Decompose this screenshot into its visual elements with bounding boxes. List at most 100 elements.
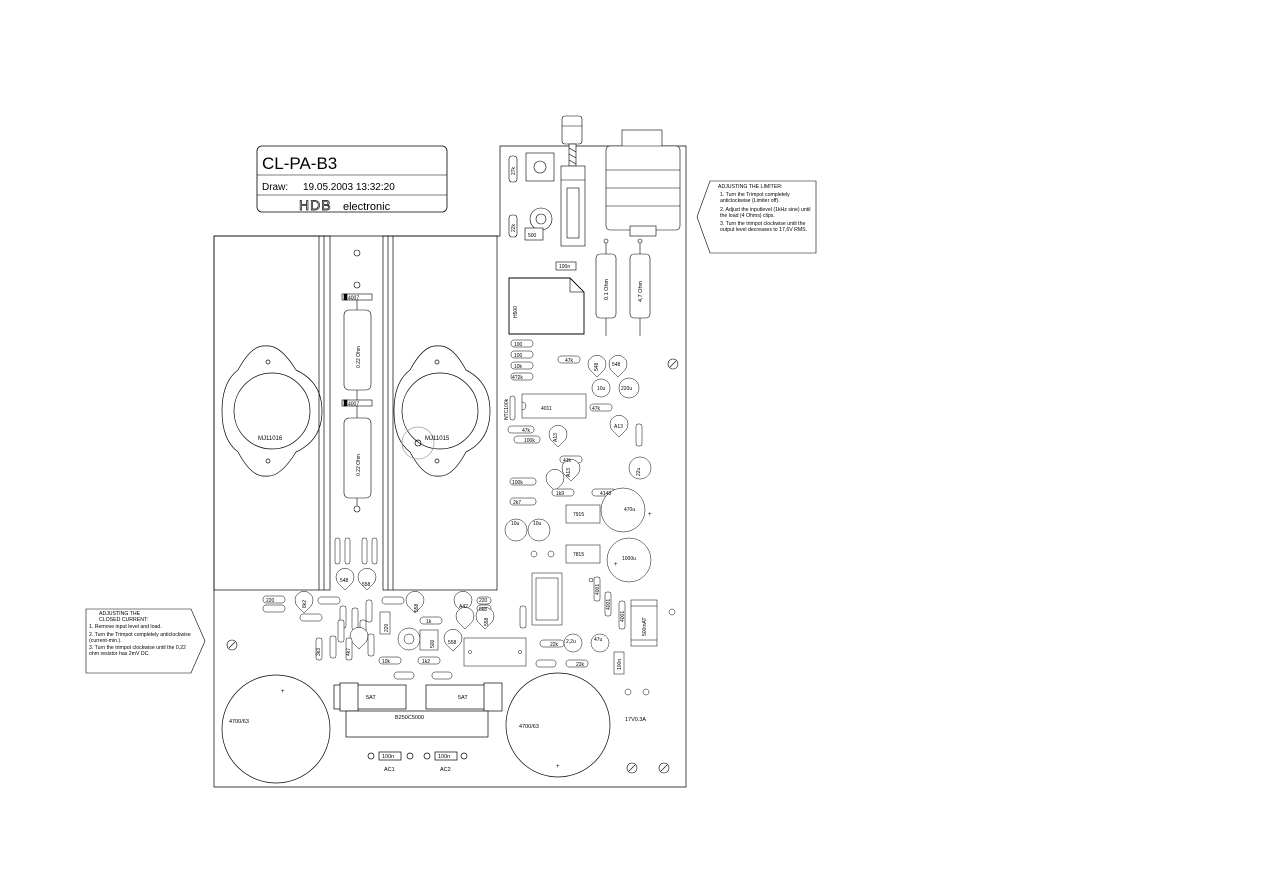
diode-4007-mid: 4007: [348, 402, 359, 408]
lower-driver-labels: 220 8k2 558 A42 220 6k8 558 1k 500 558 2…: [266, 598, 603, 668]
resistor-22k-top: 22k: [511, 223, 517, 232]
resistor-022-top: 0.22 Ohm: [356, 346, 362, 368]
fuse-500mat: 500mAT: [642, 617, 648, 636]
heatsink-right: [382, 235, 498, 591]
resistor-0-1-ohm: 0.1 Ohm: [604, 278, 610, 300]
note-current-heading-2: CLOSED CURRENT:: [99, 617, 148, 624]
company-logo: HDB: [299, 197, 332, 213]
diode-4001-a: 4001: [595, 584, 601, 595]
capacitor-100n-ac2: 100n: [438, 754, 450, 760]
resistor-220-b: 220: [479, 598, 488, 604]
ic-4011: 4011: [541, 406, 552, 412]
resistor-100-a: 100: [514, 342, 523, 348]
ntc-100k: NTC100k: [504, 398, 510, 420]
diode-4001-b: 4001: [606, 599, 612, 610]
terminal-ac2: AC2: [440, 767, 451, 773]
resistor-6k8: 6k8: [479, 607, 487, 613]
resistor-47k-a: 47k: [565, 358, 574, 364]
fuse-5at-b: 5AT: [458, 695, 468, 701]
capacitor-22u: 22u: [636, 467, 642, 476]
capacitor-10u-b: 10u: [533, 521, 542, 527]
transistor-548-b: 548: [612, 362, 621, 368]
resistor-3k3: 3k3: [316, 648, 322, 656]
capacitor-100n-side: 100n: [617, 659, 623, 670]
note-limiter: ADJUSTING THE LIMITER: 1. Turn the Trimp…: [714, 184, 814, 233]
svg-text:+: +: [648, 512, 652, 518]
transistor-mj11016: MJ11016: [258, 436, 283, 442]
resistor-220-c: 220: [384, 623, 390, 632]
note-current: ADJUSTING THE CLOSED CURRENT: 1. Remove …: [89, 611, 193, 657]
resistor-8k2: 8k2: [302, 600, 308, 608]
capacitor-1000u: 1000u: [622, 556, 636, 562]
note-current-heading-1: ADJUSTING THE: [99, 611, 141, 617]
resistor-1k-a: 1k: [426, 619, 432, 625]
capacitor-220u: 220u: [621, 386, 632, 392]
resistor-4-7-ohm: 4,7 Ohm: [638, 280, 644, 302]
title-block: CL-PA-B3 Draw: 19.05.2003 13:32:20 HDB e…: [256, 145, 448, 213]
capacitor-470u: 470u: [624, 507, 635, 513]
power-supply-labels: 5AT 5AT B250C5000 4700/63 4700/63 100n 1…: [229, 695, 646, 773]
transistor-558-c: 558: [484, 617, 490, 626]
fuse-5at-a: 5AT: [366, 695, 376, 701]
bridge-rectifier: B250C5000: [395, 715, 424, 721]
note-current-step-1: 1. Remove input level and load.: [89, 624, 162, 631]
svg-text:+: +: [281, 689, 285, 695]
svg-text:+: +: [556, 764, 560, 770]
regulator-7815: 7815: [573, 552, 584, 558]
polarity-marks: + + + +: [281, 512, 652, 770]
resistor-1k2: 1k2: [422, 659, 430, 665]
relay: H500: [513, 306, 519, 318]
note-limiter-frame: [696, 180, 817, 254]
resistor-10k-b: 10k: [382, 659, 391, 665]
resistor-100k-a: 100k: [524, 438, 535, 444]
resistor-4k7: 4k7: [346, 648, 352, 656]
resistor-10k: 10k: [514, 364, 523, 370]
center-parts: [341, 249, 373, 513]
note-current-step-3: 3. Turn the trimpot clockwise until the …: [89, 645, 186, 658]
resistor-41k: 41k: [563, 458, 572, 464]
capacitor-47u: 47u: [594, 637, 603, 643]
capacitor-4700-left: 4700/63: [229, 719, 249, 725]
resistor-022-bot: 0.22 Ohm: [356, 454, 362, 476]
diode-4007-top: 4007: [348, 296, 359, 302]
transistor-558-a: 558: [362, 582, 371, 588]
resistor-22k-b: 22k: [550, 642, 559, 648]
company-name: electronic: [343, 201, 391, 213]
transistor-a13-c: A13: [566, 468, 572, 477]
note-limiter-step-2: 2. Adjust the inputlevel (1kHz sine) unt…: [720, 206, 811, 219]
transistor-a13-b: A13: [614, 424, 623, 430]
resistor-220-a: 220: [266, 598, 275, 604]
mid-right-parts: [504, 339, 676, 696]
note-current-frame: [85, 608, 206, 674]
terminal-ac1: AC1: [384, 767, 395, 773]
capacitor-100n-top: 100n: [559, 264, 570, 270]
top-right-parts: [508, 115, 681, 336]
power-supply-parts: [221, 672, 611, 784]
pcb-outline: [213, 145, 687, 788]
note-limiter-step-3: 3. Turn the trimpot clockwise until the …: [720, 221, 808, 234]
board-title: CL-PA-B3: [262, 154, 337, 173]
trimpot-limiter: 500: [528, 233, 537, 239]
draw-label: Draw:: [262, 182, 288, 193]
resistor-47k-c: 47k: [522, 428, 531, 434]
heatsink-left: [213, 235, 331, 591]
transistor-548-c: 548: [340, 578, 349, 584]
transistor-a13-a: A13: [553, 433, 559, 442]
mounting-holes: [226, 358, 679, 774]
resistor-47k-b: 47k: [592, 406, 601, 412]
resistor-100-b: 100: [514, 353, 523, 359]
transistor-558-d: 558: [448, 640, 457, 646]
transistor-a42: A42: [459, 604, 468, 610]
capacitor-100n-ac1: 100n: [382, 754, 394, 760]
resistor-100k-b: 100k: [512, 480, 523, 486]
capacitor-10u-a: 10u: [511, 521, 520, 527]
trimpot-current: 500: [430, 639, 436, 648]
note-limiter-heading: ADJUSTING THE LIMITER:: [718, 184, 783, 190]
lower-driver-parts: [262, 591, 610, 680]
note-limiter-step-1: 1. Turn the Trimpot completely anticlock…: [720, 192, 790, 205]
resistor-27k: 27k: [511, 166, 517, 175]
transistor-558-b: 558: [414, 603, 420, 612]
transistor-548-a: 548: [594, 362, 600, 371]
svg-text:+: +: [614, 562, 618, 568]
